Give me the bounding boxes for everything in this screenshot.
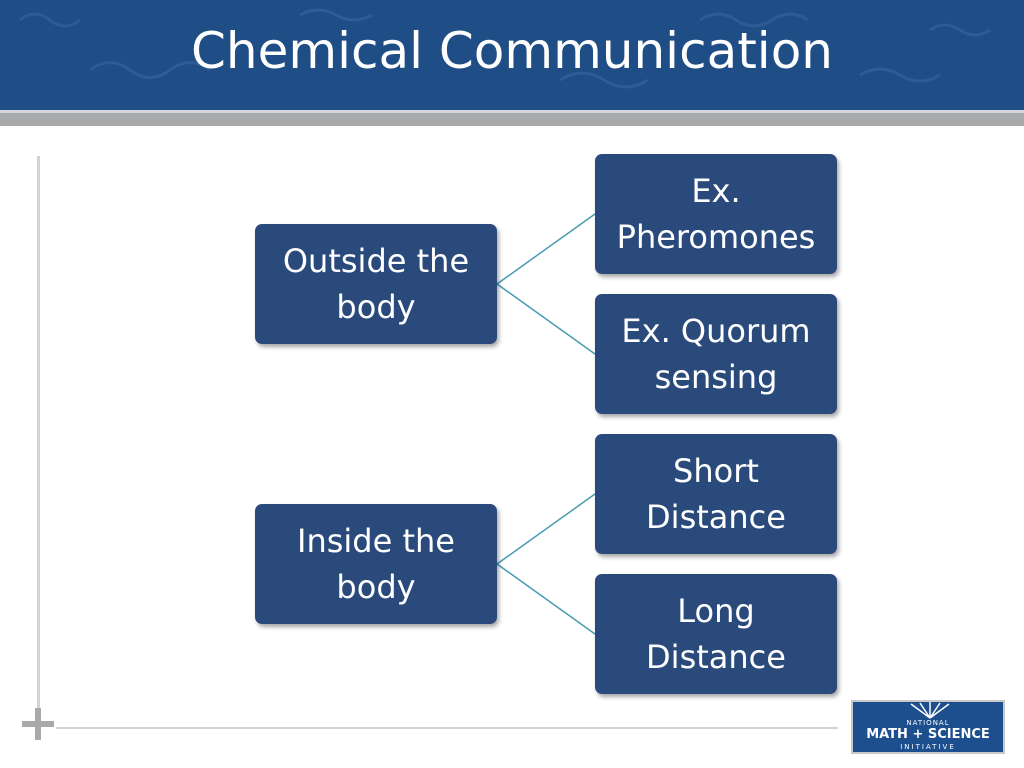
logo-main-line: MATH + SCIENCE [866,727,990,742]
frame-horizontal-line [56,727,838,729]
node-label-line: Short [673,452,759,490]
sunburst-icon [910,702,950,719]
node-inside-the-body: Inside the body [255,504,497,624]
node-outside-the-body: Outside the body [255,224,497,344]
connector-outside-to-pheromones [496,213,596,285]
node-ex-pheromones: Ex. Pheromones [595,154,837,274]
connector-inside-to-long [496,563,596,635]
logo-bottom-line: INITIATIVE [900,743,956,751]
frame-vertical-line [37,156,40,712]
connector-outside-to-quorum [496,283,596,355]
node-label-line: Ex. [691,172,741,210]
node-label-line: body [336,288,416,326]
header-divider [0,110,1024,126]
slide-title: Chemical Communication [191,22,833,80]
banner-texture [19,8,991,89]
node-short-distance: Short Distance [595,434,837,554]
node-label-line: body [336,568,416,606]
node-label-line: Ex. Quorum [621,312,811,350]
node-label-line: Pheromones [616,218,816,256]
node-label-line: Distance [646,498,786,536]
plus-icon [22,708,54,740]
logo-top-line: NATIONAL [906,719,950,727]
node-label-line: Distance [646,638,786,676]
nmsi-logo: NATIONAL MATH + SCIENCE INITIATIVE [851,700,1005,754]
node-ex-quorum-sensing: Ex. Quorum sensing [595,294,837,414]
node-label-line: Inside the [297,522,455,560]
title-banner: Chemical Communication [0,0,1024,110]
header-divider-highlight [0,110,1024,113]
connector-inside-to-short [496,493,596,565]
node-long-distance: Long Distance [595,574,837,694]
node-label-line: Long [677,592,755,630]
node-label-line: Outside the [282,242,470,280]
node-label-line: sensing [654,358,778,396]
